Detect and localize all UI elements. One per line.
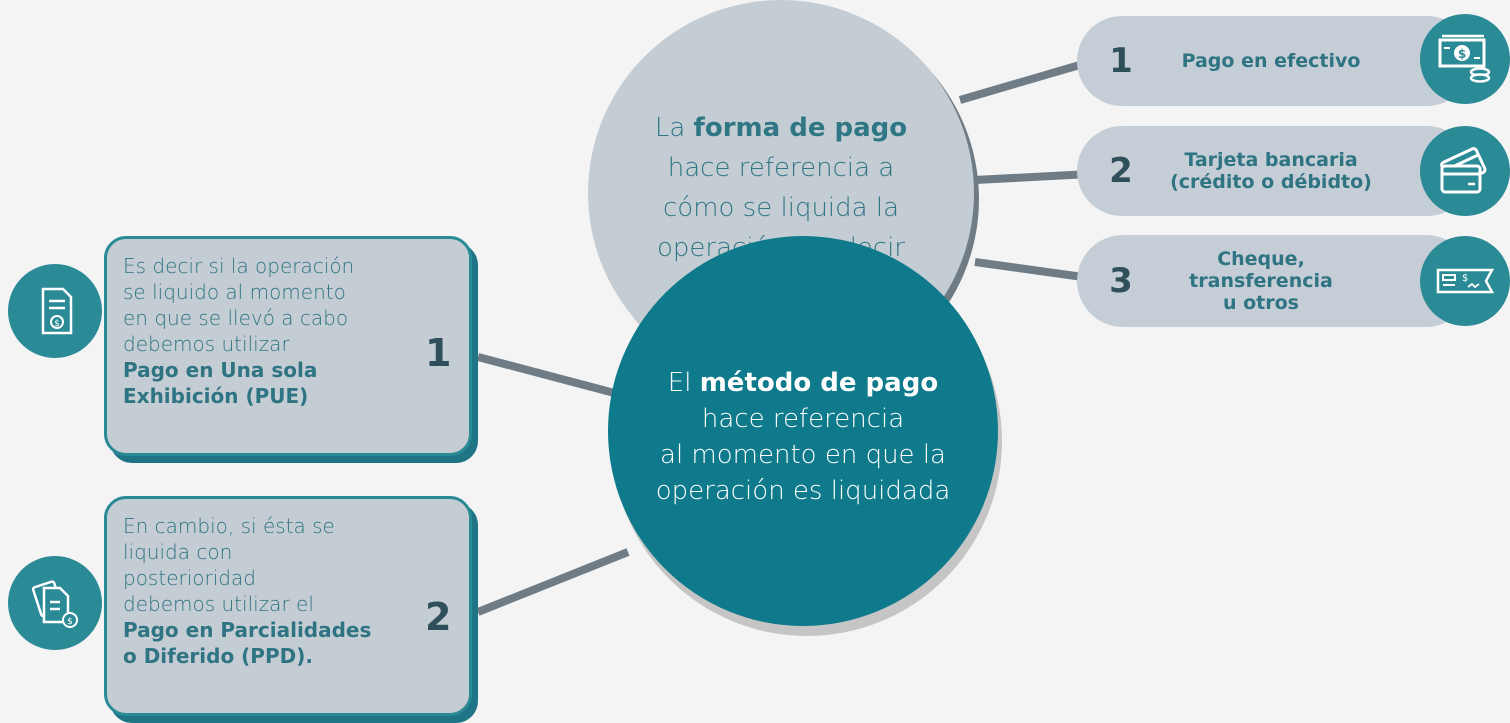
- forma-bold: forma de pago: [693, 113, 908, 143]
- connector-option-1: [958, 58, 1092, 104]
- forma-option-3-line-2: transferencia: [1189, 270, 1333, 292]
- forma-option-3-line-3: u otros: [1222, 292, 1299, 314]
- metodo-option-number: 2: [425, 595, 452, 639]
- forma-option-label: Tarjeta bancaria (crédito o débidto): [1141, 149, 1401, 193]
- metodo-option-1-bold-line: Exhibición (PUE): [123, 384, 309, 408]
- svg-text:$: $: [54, 319, 60, 329]
- metodo-option-number: 1: [425, 331, 452, 375]
- forma-option-3-line-1: Cheque,: [1217, 248, 1305, 270]
- forma-option-3: 3 Cheque, transferencia u otros: [1077, 235, 1472, 327]
- invoice-icon: $: [8, 264, 102, 358]
- forma-option-2-line-2: (crédito o débidto): [1170, 171, 1372, 193]
- metodo-option-1-bold-line: Pago en Una sola: [123, 358, 318, 382]
- metodo-option-2-text: En cambio, si ésta se liquida con poster…: [123, 513, 413, 669]
- connector-box-2: [476, 548, 630, 616]
- svg-text:$: $: [1462, 273, 1468, 284]
- metodo-bold: método de pago: [699, 368, 939, 398]
- metodo-option-2-line: En cambio, si ésta se: [123, 514, 335, 538]
- forma-option-label: Cheque, transferencia u otros: [1141, 248, 1381, 314]
- forma-pre: La: [654, 113, 694, 143]
- svg-text:$: $: [1458, 47, 1466, 61]
- metodo-pre: El: [667, 368, 700, 398]
- documents-icon: $: [8, 556, 102, 650]
- metodo-line-4: operación es liquidada: [655, 476, 951, 506]
- metodo-line-3: al momento en que la: [660, 440, 946, 470]
- metodo-option-1-line: en que se llevó a cabo: [123, 306, 349, 330]
- connector-box-1: [476, 353, 624, 399]
- forma-option-number: 3: [1109, 261, 1133, 301]
- forma-option-1-line-1: Pago en efectivo: [1181, 50, 1361, 72]
- metodo-option-2: En cambio, si ésta se liquida con poster…: [104, 496, 472, 716]
- metodo-option-1: Es decir si la operación se liquido al m…: [104, 236, 472, 456]
- metodo-option-2-line: liquida con: [123, 540, 233, 564]
- metodo-option-2-line: debemos utilizar el: [123, 592, 314, 616]
- metodo-option-1-line: Es decir si la operación: [123, 254, 355, 278]
- forma-option-number: 1: [1109, 41, 1133, 81]
- forma-line-2: hace referencia a: [667, 153, 895, 183]
- metodo-option-1-line: se liquido al momento: [123, 280, 346, 304]
- metodo-line-2: hace referencia: [701, 404, 905, 434]
- forma-option-2-line-1: Tarjeta bancaria: [1184, 149, 1358, 171]
- metodo-option-1-line: debemos utilizar: [123, 332, 290, 356]
- metodo-option-2-bold-line: Pago en Parcialidades: [123, 618, 372, 642]
- metodo-option-2-bold-line: o Diferido (PPD).: [123, 644, 313, 668]
- connector-option-2: [974, 170, 1091, 184]
- cards-icon: [1420, 126, 1510, 216]
- connector-option-3: [974, 258, 1091, 282]
- svg-text:$: $: [67, 617, 73, 627]
- metodo-option-1-text: Es decir si la operación se liquido al m…: [123, 253, 413, 409]
- forma-line-3: cómo se liquida la: [662, 193, 900, 223]
- metodo-de-pago-circle: El método de pago hace referencia al mom…: [608, 236, 998, 626]
- forma-option-label: Pago en efectivo: [1141, 50, 1401, 72]
- metodo-option-2-line: posterioridad: [123, 566, 256, 590]
- cheque-icon: $: [1420, 236, 1510, 326]
- forma-option-2: 2 Tarjeta bancaria (crédito o débidto): [1077, 126, 1472, 216]
- cash-icon: $: [1420, 14, 1510, 104]
- forma-option-1: 1 Pago en efectivo: [1077, 16, 1472, 106]
- metodo-de-pago-text: El método de pago hace referencia al mom…: [618, 365, 988, 509]
- forma-option-number: 2: [1109, 151, 1133, 191]
